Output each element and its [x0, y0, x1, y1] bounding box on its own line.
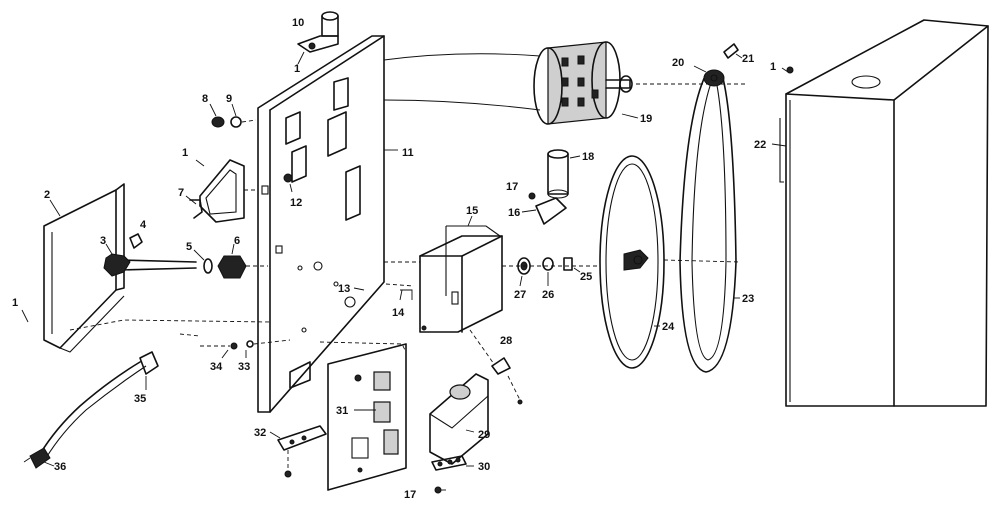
part-3-shaft-assembly [103, 233, 268, 279]
part-23-drive-belt [679, 43, 739, 373]
callout-32: 32 [254, 427, 266, 439]
callout-30: 30 [478, 461, 490, 473]
part-7-bracket [189, 159, 258, 223]
part-18-capacitor [528, 149, 569, 225]
callout-29: 29 [478, 429, 490, 441]
callout-15: 15 [466, 205, 478, 217]
part-8-9-washers [211, 116, 257, 128]
callout-9: 9 [226, 93, 232, 105]
callout-14: 14 [392, 307, 405, 319]
part-24-blower-wheel [599, 155, 741, 369]
callout-12: 12 [290, 197, 302, 209]
part-32-terminal-block [277, 425, 327, 478]
callout-8: 8 [202, 93, 208, 105]
callout-26: 26 [542, 289, 554, 301]
callout-4: 4 [140, 219, 147, 231]
callout-25: 25 [580, 271, 592, 283]
callout-28: 28 [500, 335, 512, 347]
callout-23: 23 [742, 293, 754, 305]
part-36-power-cord [23, 339, 291, 469]
callout-1d: 1 [770, 61, 776, 73]
part-22-cabinet [779, 19, 989, 407]
callout-27: 27 [514, 289, 526, 301]
callout-2: 2 [44, 189, 50, 201]
part-25-27-fasteners [502, 257, 598, 275]
callout-34: 34 [210, 361, 223, 373]
callout-33: 33 [238, 361, 250, 373]
callout-labels: 1 1 1 1 2 3 4 5 6 7 8 9 10 11 12 13 14 1… [12, 17, 789, 501]
callout-3: 3 [100, 235, 106, 247]
part-15-control-box [384, 225, 503, 333]
callout-16: 16 [508, 207, 520, 219]
callout-10: 10 [292, 17, 304, 29]
callout-13: 13 [338, 283, 350, 295]
part-29-switch-bracket [429, 373, 489, 465]
callout-6: 6 [234, 235, 240, 247]
callout-7: 7 [178, 187, 184, 199]
callout-36: 36 [54, 461, 66, 473]
part-11-main-chassis [257, 35, 385, 413]
callout-20: 20 [672, 57, 684, 69]
part-19-blower-motor [383, 41, 748, 125]
callout-1b: 1 [182, 147, 188, 159]
callout-19: 19 [640, 113, 652, 125]
callout-22: 22 [754, 139, 766, 151]
part-2-cover-plate [43, 183, 125, 353]
callout-1a: 1 [294, 63, 300, 75]
callout-11: 11 [402, 147, 414, 159]
part-28-clamp [469, 329, 523, 405]
assembly-leader-lines [69, 283, 415, 353]
callout-31: 31 [336, 405, 348, 417]
part-31-relay-assembly [327, 343, 407, 491]
callout-17a: 17 [506, 181, 518, 193]
callout-21: 21 [742, 53, 754, 65]
callout-5: 5 [186, 241, 192, 253]
callout-18: 18 [582, 151, 594, 163]
callout-17b: 17 [404, 489, 416, 501]
part-10-top-fitting [297, 11, 339, 53]
callout-1c: 1 [12, 297, 18, 309]
callout-35: 35 [134, 393, 146, 405]
callout-24: 24 [662, 321, 675, 333]
part-30-terminal-strip [431, 455, 467, 471]
